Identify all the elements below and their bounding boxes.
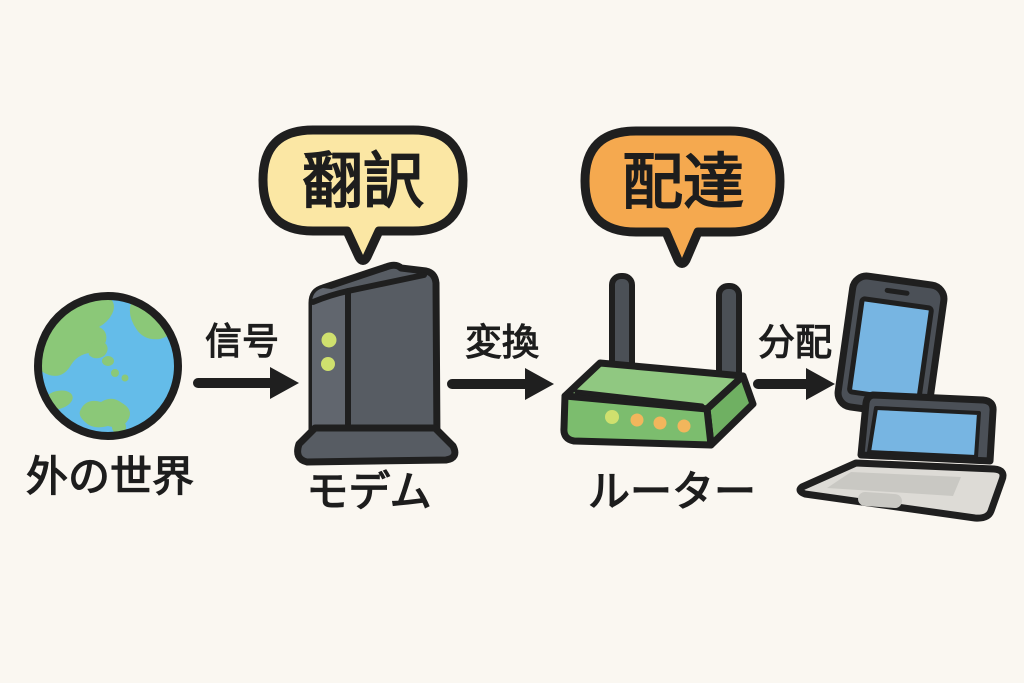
router-antenna-right: [716, 283, 742, 387]
arrow-distribute-label: 分配: [758, 321, 832, 364]
modem-speech-bubble: 翻訳: [258, 125, 468, 265]
phone-speaker: [884, 287, 910, 296]
router-divider: [574, 389, 705, 409]
arrow-distribute-head: [806, 368, 835, 400]
laptop-trackpad: [858, 491, 902, 509]
phone-screen: [847, 296, 934, 404]
laptop-icon: [796, 391, 1007, 522]
arrow-distribute: [753, 368, 835, 400]
arrow-convert-head: [525, 368, 554, 400]
laptop-screen: [867, 406, 981, 459]
router-bubble-label: 配達: [622, 147, 744, 218]
modem-label: モデム: [306, 467, 431, 516]
router-led-2: [630, 413, 644, 427]
router-icon: [560, 273, 757, 449]
router-led-1: [605, 410, 619, 424]
modem-led-1: [321, 332, 337, 348]
router-speech-bubble: 配達: [580, 126, 785, 268]
modem-led-2: [321, 357, 335, 371]
router-label: ルーター: [588, 467, 756, 516]
arrow-signal-label: 信号: [205, 320, 279, 363]
laptop-keyboard: [827, 472, 961, 496]
router-bubble-shape: [580, 126, 785, 268]
modem-bubble-label: 翻訳: [302, 146, 425, 217]
router-led-3: [653, 416, 667, 430]
source-label: 外の世界: [26, 452, 194, 501]
arrow-signal-head: [270, 367, 299, 399]
arrow-signal: [193, 367, 299, 399]
router-antenna-left: [609, 273, 635, 377]
modem-base: [294, 424, 459, 466]
arrow-convert: [447, 368, 554, 400]
globe-outline: [34, 292, 182, 440]
modem-bubble-shape: [258, 125, 468, 265]
router-led-4: [677, 419, 691, 433]
arrow-convert-label: 変換: [465, 321, 540, 364]
modem-icon: [294, 261, 459, 466]
